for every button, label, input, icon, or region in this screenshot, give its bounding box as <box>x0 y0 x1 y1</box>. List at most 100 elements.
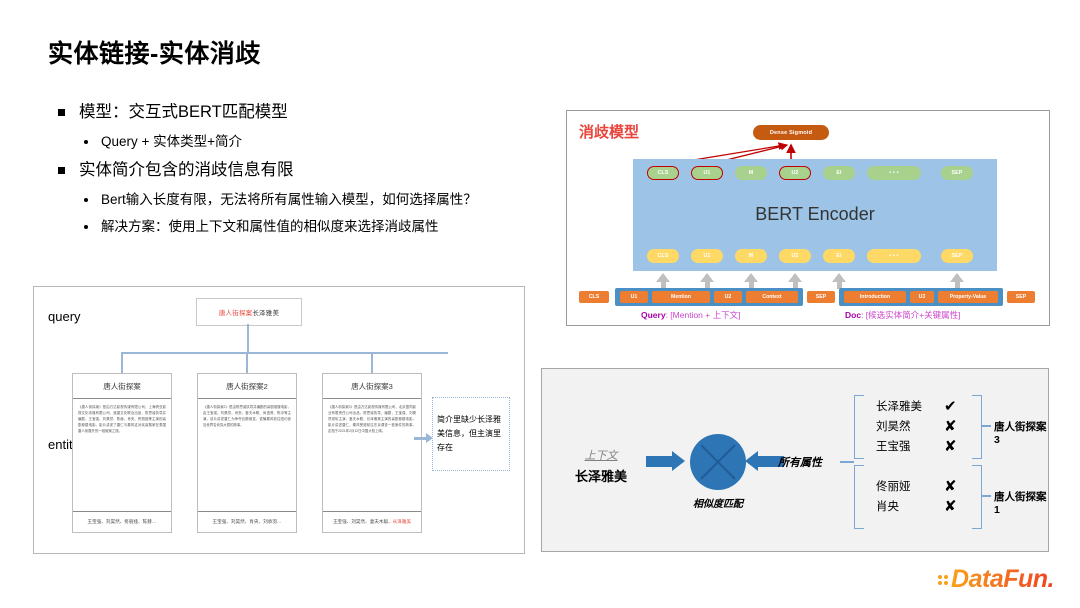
connector-branch <box>246 352 248 373</box>
output-token: M <box>735 166 767 180</box>
embedding-token-ellipsis: • • • <box>867 249 921 263</box>
attribute-name: 刘昊然 <box>876 421 911 433</box>
attribute-name: 肖央 <box>876 501 899 513</box>
arrow-head <box>745 451 758 471</box>
connector-vertical <box>247 324 249 352</box>
bullet-dot-marker <box>84 225 88 230</box>
group-connector <box>981 425 991 427</box>
entity-card-header: 唐人街探案2 <box>198 374 296 399</box>
output-token: CLS <box>647 166 679 180</box>
input-flow-arrow <box>950 273 964 282</box>
query-row-label: query <box>48 309 81 324</box>
context-label: 上下文 <box>584 450 618 462</box>
attribute-cross-icon: ✘ <box>944 477 957 495</box>
input-token: Context <box>746 291 798 303</box>
bullet-level2: Bert输入长度有限，无法将所有属性输入模型，如何选择属性？ <box>84 189 558 211</box>
input-token: U1 <box>620 291 648 303</box>
entity-card-footer: 王宝强、刘昊然、妻夫木聪、长泽雅美 <box>323 511 421 532</box>
attribute-name: 王宝强 <box>876 441 911 453</box>
entity-card-footer-highlight: 长泽雅美 <box>392 519 412 524</box>
entity-card-header: 唐人街探案3 <box>323 374 421 399</box>
group-label: 唐人街探案3 <box>994 421 1047 446</box>
embedding-token: U1 <box>691 249 723 263</box>
output-token: EI <box>823 166 855 180</box>
entity-row-label: entity <box>48 437 80 452</box>
note-arrow-head <box>426 433 433 443</box>
doc-caption-bold: Doc <box>845 310 862 320</box>
input-flow-arrow-stem <box>748 281 754 289</box>
input-flow-arrow-stem <box>660 281 666 289</box>
observation-note: 简介里缺少长泽雅美信息，但主演里存在 <box>432 397 510 471</box>
input-token: Property-Value <box>938 291 998 303</box>
note-arrow-stem <box>414 436 427 440</box>
entity-card-footer-text: 王宝强、刘昊然、佟丽娅、陈赫… <box>87 519 157 524</box>
attribute-cross-icon: ✘ <box>944 437 957 455</box>
bullet-square-marker <box>58 109 65 116</box>
disambiguation-model-figure: 消歧模型 Dense Sigmoid BERT Encoder CLS U1 M… <box>566 110 1050 326</box>
attribute-row: 王宝强 ✘ <box>876 437 957 455</box>
embedding-token: EI <box>823 249 855 263</box>
bullet-level2: Query + 实体类型+简介 <box>84 131 558 153</box>
output-token: U2 <box>779 166 811 180</box>
arrow-context-to-match <box>646 451 685 471</box>
observation-note-text: 简介里缺少长泽雅美信息，但主演里存在 <box>437 415 501 452</box>
bullet-text: 模型：交互式BERT匹配模型 <box>79 103 288 121</box>
group-label: 唐人街探案1 <box>994 491 1047 516</box>
logo-dots-icon <box>938 574 949 585</box>
bullet-text: 解决方案：使用上下文和属性值的相似度来选择消歧属性 <box>101 219 439 235</box>
attribute-row: 佟丽娅 ✘ <box>876 477 957 495</box>
entity-card: 唐人街探案2 《唐人街探案2》是由陈思诚执导并编剧的喜剧悬疑电影，由王宝强、刘昊… <box>197 373 297 533</box>
input-token-sep: SEP <box>807 291 835 303</box>
input-token: U3 <box>910 291 934 303</box>
bert-figure-title: 消歧模型 <box>579 124 640 141</box>
entity-card: 唐人街探案 《唐人街探案》是由万达影视传媒有限公司、上海骋亚影视文化传媒有限公司… <box>72 373 172 533</box>
bullet-level1: 模型：交互式BERT匹配模型 <box>58 100 558 126</box>
attribute-row: 肖央 ✘ <box>876 497 957 515</box>
input-token: Mention <box>652 291 710 303</box>
attributes-connector <box>840 461 854 463</box>
attribute-cross-icon: ✘ <box>944 417 957 435</box>
embedding-token: M <box>735 249 767 263</box>
query-text-box: 唐人街探案长泽雅美 <box>196 298 302 326</box>
bullet-dot-marker <box>84 197 88 202</box>
group-bracket-right <box>972 465 982 529</box>
attribute-row: 长泽雅美 ✔ <box>876 397 957 415</box>
arrow-attributes-to-match <box>745 451 784 471</box>
connector-branch <box>121 352 123 373</box>
query-caption-bold: Query <box>641 310 666 320</box>
connector-branch <box>371 352 373 373</box>
connector-horizontal <box>121 352 448 354</box>
attribute-row: 刘昊然 ✘ <box>876 417 957 435</box>
entity-card-body: 《唐人街探案2》是由陈思诚执导并编剧的喜剧悬疑电影，由王宝强、刘昊然、肖央、妻夫… <box>203 405 291 427</box>
attribute-cross-icon: ✘ <box>944 497 957 515</box>
entity-card-footer: 王宝强、刘昊然、佟丽娅、陈赫… <box>73 511 171 532</box>
query-entity-figure: query entity 唐人街探案长泽雅美 唐人街探案 《唐人街探案》是由万达… <box>33 286 525 554</box>
input-flow-arrow <box>656 273 670 282</box>
query-rest-text: 长泽雅美 <box>252 310 280 317</box>
input-flow-arrow-stem <box>792 281 798 289</box>
input-flow-arrow-stem <box>836 281 842 289</box>
output-token-ellipsis: • • • <box>867 166 921 180</box>
entity-card-body: 《唐人街探案3》是由万达影视传媒有限公司、北京壹同影业有限责任公司出品，陈思诚执… <box>328 405 416 433</box>
datafun-logo: DataFun. <box>938 565 1054 594</box>
bullet-list: 模型：交互式BERT匹配模型 Query + 实体类型+简介 实体简介包含的消歧… <box>58 100 558 244</box>
context-block: 上下文 长泽雅美 <box>562 447 640 485</box>
embedding-token: SEP <box>941 249 973 263</box>
group-bracket-right <box>972 395 982 459</box>
bullet-dot-marker <box>84 139 88 144</box>
query-highlight-text: 唐人街探案 <box>218 310 253 317</box>
input-token: U2 <box>714 291 742 303</box>
bert-encoder-label: BERT Encoder <box>755 204 875 224</box>
query-caption-rest: : [Mention + 上下文] <box>665 310 741 320</box>
dense-sigmoid-node: Dense Sigmoid <box>753 125 829 140</box>
bullet-text: Query + 实体类型+简介 <box>101 133 243 149</box>
doc-caption: Doc: [候选实体简介+关键属性] <box>845 309 960 321</box>
bullet-text: Bert输入长度有限，无法将所有属性输入模型，如何选择属性？ <box>101 191 477 207</box>
input-flow-arrow <box>788 273 802 282</box>
arrow-head <box>672 451 685 471</box>
bullet-level2: 解决方案：使用上下文和属性值的相似度来选择消歧属性 <box>84 216 558 238</box>
attribute-name: 佟丽娅 <box>876 481 911 493</box>
entity-card-footer-text: 王宝强、刘昊然、肖央、刘承羽… <box>212 519 282 524</box>
query-caption: Query: [Mention + 上下文] <box>641 309 740 321</box>
